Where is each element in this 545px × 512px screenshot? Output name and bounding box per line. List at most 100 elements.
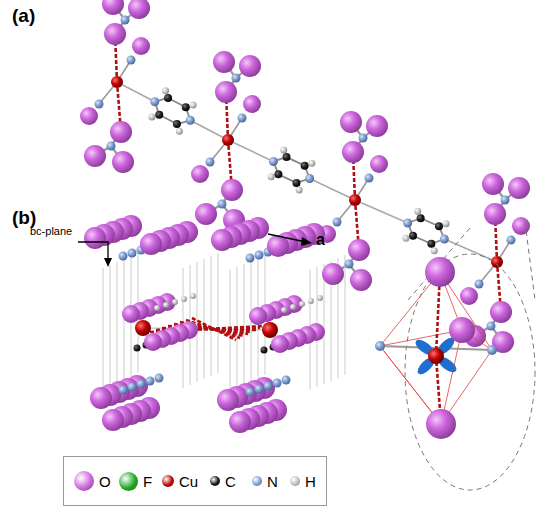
atom bbox=[107, 142, 116, 151]
coordination-bond bbox=[192, 318, 236, 340]
atom bbox=[460, 287, 478, 305]
atom bbox=[273, 379, 282, 388]
atom bbox=[414, 208, 421, 215]
atom bbox=[84, 145, 106, 167]
atom bbox=[292, 179, 300, 187]
atom bbox=[112, 151, 134, 173]
atom bbox=[172, 299, 178, 305]
atom bbox=[221, 179, 243, 201]
atom bbox=[349, 194, 361, 206]
atom bbox=[431, 247, 438, 254]
atom bbox=[428, 348, 444, 364]
atom bbox=[127, 56, 136, 65]
atom bbox=[155, 374, 164, 383]
atom bbox=[426, 409, 456, 439]
bond bbox=[110, 265, 111, 385]
atom bbox=[487, 345, 497, 355]
bond bbox=[444, 239, 497, 262]
legend-swatch bbox=[252, 476, 262, 486]
bond bbox=[310, 179, 355, 200]
atom bbox=[104, 23, 126, 45]
atom bbox=[148, 113, 155, 120]
atom bbox=[417, 214, 425, 222]
legend-box: OFCuCNH bbox=[63, 456, 327, 506]
atom bbox=[370, 155, 388, 173]
atom bbox=[246, 388, 255, 397]
atom bbox=[128, 383, 137, 392]
atom bbox=[484, 203, 506, 225]
atom bbox=[218, 200, 227, 209]
atom bbox=[348, 239, 370, 261]
atom bbox=[359, 134, 368, 143]
atom bbox=[271, 335, 289, 353]
atom bbox=[195, 203, 217, 225]
legend-swatch bbox=[290, 476, 300, 486]
atom bbox=[333, 218, 342, 227]
legend-swatch bbox=[74, 471, 94, 491]
atom bbox=[229, 411, 251, 433]
atom bbox=[269, 157, 278, 166]
atom bbox=[308, 298, 314, 304]
atom bbox=[283, 153, 291, 161]
atom bbox=[121, 16, 130, 25]
legend-text: H bbox=[305, 473, 316, 490]
bond bbox=[228, 140, 273, 161]
atom bbox=[137, 380, 146, 389]
atom bbox=[290, 304, 296, 310]
atom bbox=[163, 302, 169, 308]
atom bbox=[135, 320, 151, 336]
atom bbox=[119, 252, 128, 261]
atom bbox=[217, 389, 239, 411]
atom bbox=[301, 162, 309, 170]
atom bbox=[150, 97, 159, 106]
atom bbox=[186, 116, 195, 125]
atom bbox=[308, 160, 315, 167]
atom bbox=[213, 51, 235, 73]
legend-item: C bbox=[210, 457, 236, 505]
atom bbox=[190, 102, 197, 109]
atom bbox=[132, 37, 150, 55]
atom bbox=[512, 217, 530, 235]
bond bbox=[355, 200, 408, 223]
atom bbox=[375, 341, 385, 351]
arrow-head bbox=[104, 258, 112, 267]
atom bbox=[350, 269, 372, 291]
bond bbox=[218, 253, 219, 373]
atom bbox=[255, 385, 264, 394]
atom bbox=[249, 307, 267, 325]
atom bbox=[261, 347, 268, 354]
atom bbox=[487, 322, 496, 331]
atom bbox=[144, 333, 162, 351]
atom bbox=[84, 227, 106, 249]
atom bbox=[164, 94, 172, 102]
legend-item: H bbox=[290, 457, 316, 505]
atom bbox=[176, 128, 183, 135]
atom bbox=[239, 55, 261, 77]
atom bbox=[440, 235, 449, 244]
atom bbox=[342, 141, 364, 163]
atom bbox=[402, 235, 409, 242]
atom bbox=[146, 377, 155, 386]
bond bbox=[324, 264, 325, 384]
bond bbox=[211, 256, 212, 376]
bond bbox=[117, 82, 155, 102]
atom bbox=[508, 177, 530, 199]
atom bbox=[366, 115, 388, 137]
atom bbox=[119, 386, 128, 395]
atom bbox=[80, 107, 98, 125]
atom bbox=[238, 114, 247, 123]
atom bbox=[128, 0, 150, 19]
bond bbox=[244, 264, 245, 384]
atom bbox=[155, 111, 163, 119]
arrow-head bbox=[301, 237, 312, 246]
atom bbox=[475, 280, 484, 289]
atom bbox=[274, 170, 282, 178]
legend-text: O bbox=[99, 473, 111, 490]
legend-item: Cu bbox=[162, 457, 198, 505]
bond bbox=[103, 268, 104, 388]
atom bbox=[102, 0, 124, 15]
axis-label: a bbox=[316, 232, 325, 248]
panel-label: (b) bbox=[12, 208, 36, 227]
atom bbox=[305, 174, 314, 183]
